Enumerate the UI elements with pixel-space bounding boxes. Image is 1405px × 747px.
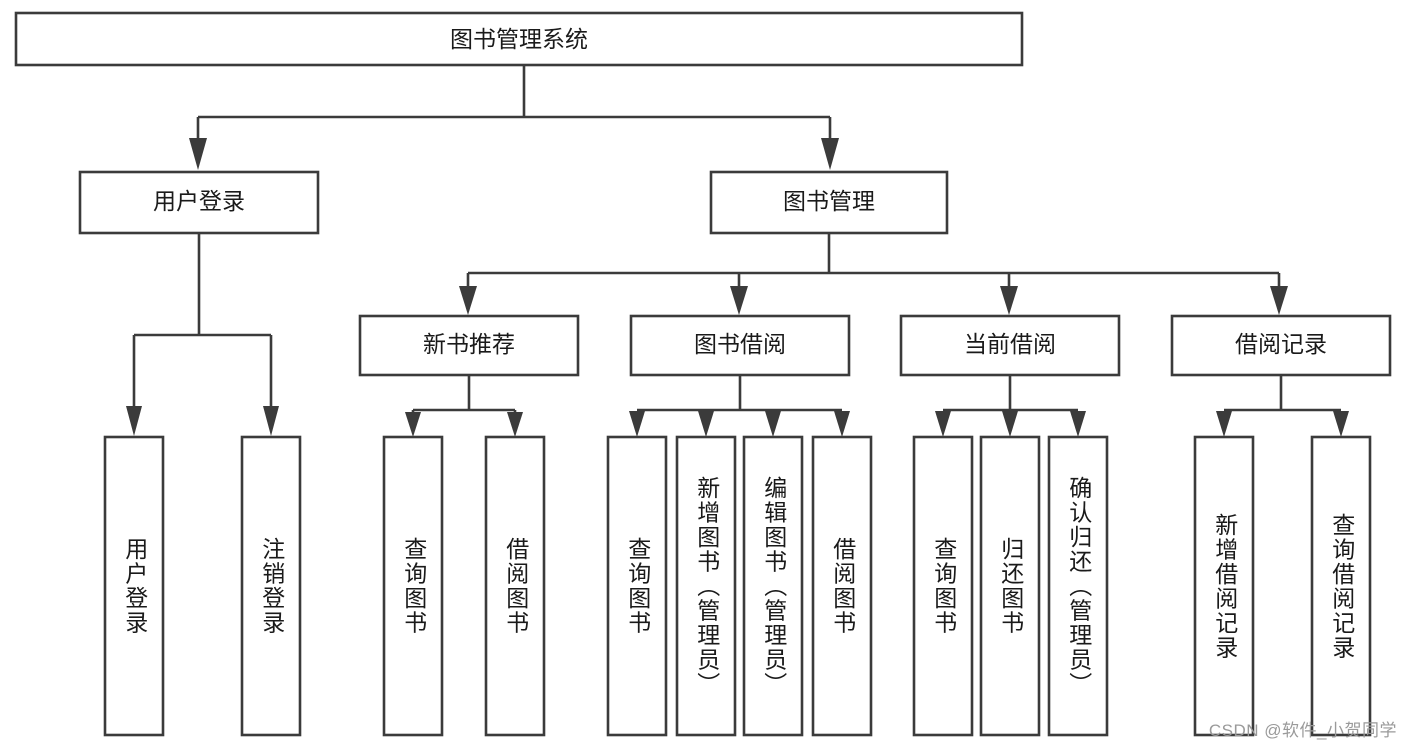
leaf-box-book-borrow-1[interactable] xyxy=(606,435,668,737)
arrow-head-level3-4 xyxy=(1270,286,1288,315)
arrow-head-new-book-2 xyxy=(507,412,523,437)
leaf-box-current-borrow-2[interactable] xyxy=(979,435,1041,737)
arrow-head-book-borrow-1 xyxy=(629,411,645,437)
arrow-head-book-borrow-2 xyxy=(698,411,714,437)
leaf-box-new-book-2[interactable] xyxy=(484,435,546,737)
node-new-book-recommend-box[interactable] xyxy=(358,314,580,377)
arrow-head-level3-1 xyxy=(459,286,477,315)
arrow-head-current-borrow-1 xyxy=(935,411,951,437)
node-current-borrow-box[interactable] xyxy=(899,314,1121,377)
node-borrow-record-label: 借阅记录 xyxy=(1235,331,1327,357)
node-borrow-record-box[interactable] xyxy=(1170,314,1392,377)
arrow-head-level2-2 xyxy=(821,138,839,170)
leaf-box-new-book-1[interactable] xyxy=(382,435,444,737)
leaf-box-book-borrow-4[interactable] xyxy=(811,435,873,737)
arrow-head-borrow-record-2 xyxy=(1333,411,1349,437)
leaf-box-current-borrow-1[interactable] xyxy=(912,435,974,737)
leaf-box-book-borrow-2[interactable] xyxy=(675,435,737,737)
arrow-head-level3-2 xyxy=(730,286,748,315)
arrow-head-current-borrow-2 xyxy=(1002,411,1018,437)
arrow-head-new-book-1 xyxy=(405,412,421,437)
node-root-box[interactable] xyxy=(14,11,1024,67)
arrow-head-book-borrow-4 xyxy=(834,411,850,437)
arrow-head-book-borrow-3 xyxy=(765,411,781,437)
node-book-management-label: 图书管理 xyxy=(783,188,875,214)
leaf-box-borrow-record-2[interactable] xyxy=(1310,435,1372,737)
node-root-label: 图书管理系统 xyxy=(450,26,588,52)
arrow-head-user-login-1 xyxy=(126,406,142,436)
node-new-book-recommend-label: 新书推荐 xyxy=(423,331,515,357)
leaf-box-current-borrow-3[interactable] xyxy=(1047,435,1109,737)
node-current-borrow-label: 当前借阅 xyxy=(964,331,1056,357)
node-book-management-box[interactable] xyxy=(709,170,949,235)
csdn-watermark: CSDN @软件_小贺同学 xyxy=(1208,721,1397,740)
leaf-box-borrow-record-1[interactable] xyxy=(1193,435,1255,737)
arrow-head-user-login-2 xyxy=(263,406,279,436)
arrow-head-level3-3 xyxy=(1000,286,1018,315)
node-book-borrow-label: 图书借阅 xyxy=(694,331,786,357)
arrow-head-current-borrow-3 xyxy=(1070,411,1086,437)
node-book-borrow-box[interactable] xyxy=(629,314,851,377)
arrow-head-level2-1 xyxy=(189,138,207,170)
leaf-box-user-login-2[interactable] xyxy=(240,435,302,737)
node-user-login-label: 用户登录 xyxy=(153,188,245,214)
leaf-box-book-borrow-3[interactable] xyxy=(742,435,804,737)
leaf-box-user-login-1[interactable] xyxy=(103,435,165,737)
arrow-head-borrow-record-1 xyxy=(1216,411,1232,437)
